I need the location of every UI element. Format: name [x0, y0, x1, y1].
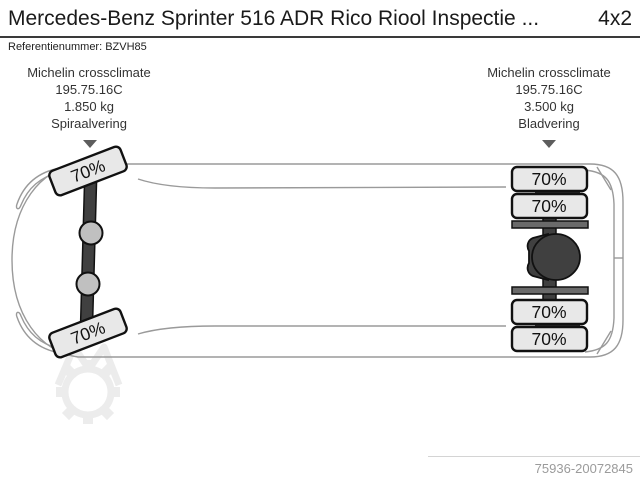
tire-percentage: 70% — [531, 302, 566, 322]
steering-joint-top — [78, 220, 104, 246]
cargo-line-top — [137, 178, 507, 189]
rear-corner-tick-top — [596, 166, 612, 191]
front-tire-brand: Michelin crossclimate — [27, 65, 151, 80]
rear-tire-bottom-outer: 70% — [510, 325, 589, 353]
rear-axle-spec: Michelin crossclimate 195.75.16C 3.500 k… — [449, 64, 640, 132]
rear-tire-bottom-inner: 70% — [510, 298, 589, 326]
rear-tire-top-inner: 70% — [510, 192, 589, 220]
drivetrain-badge: 4x2 — [598, 7, 632, 30]
rear-corner-tick-bottom — [596, 330, 612, 355]
tire-percentage: 70% — [531, 169, 566, 189]
down-arrow-icon — [542, 140, 556, 148]
front-axle-load: 1.850 kg — [64, 99, 114, 114]
rear-tire-size: 195.75.16C — [515, 82, 583, 97]
tire-percentage: 70% — [531, 329, 566, 349]
front-axle-spec: Michelin crossclimate 195.75.16C 1.850 k… — [0, 64, 189, 132]
cargo-line-bottom — [137, 325, 506, 335]
windshield-arc-top — [15, 167, 61, 210]
leaf-spring-bottom — [511, 286, 589, 295]
rear-tire-top-outer: 70% — [510, 165, 589, 193]
rear-axle-load: 3.500 kg — [524, 99, 574, 114]
down-arrow-icon — [83, 140, 97, 148]
page-title: Mercedes-Benz Sprinter 516 ADR Rico Rioo… — [8, 7, 540, 30]
reference-number: Referentienummer: BZVH85 — [8, 41, 147, 53]
windshield-arc-bottom — [15, 311, 61, 354]
header-divider — [0, 36, 640, 38]
rear-suspension-type: Bladvering — [518, 116, 580, 131]
tire-percentage: 70% — [531, 196, 566, 216]
rear-tire-brand: Michelin crossclimate — [487, 65, 611, 80]
steering-joint-bottom — [75, 271, 101, 297]
differential — [526, 232, 581, 282]
rear-tires: 70% 70% 70% 70% — [510, 165, 589, 353]
rear-door-outline — [584, 169, 615, 353]
leaf-spring-top — [511, 220, 589, 229]
footer-divider — [428, 456, 640, 457]
front-tire-size: 195.75.16C — [55, 82, 123, 97]
listing-number: 75936-20072845 — [534, 461, 633, 476]
watermark-gear-icon — [54, 343, 123, 424]
front-suspension-type: Spiraalvering — [51, 116, 127, 131]
